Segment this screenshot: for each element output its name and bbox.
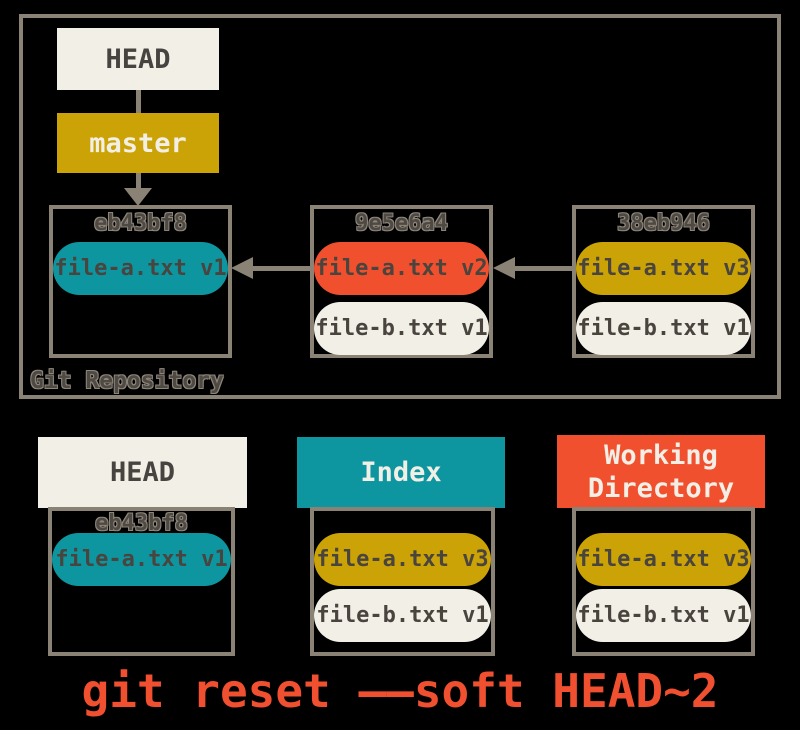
head-area-header: HEAD xyxy=(38,437,247,508)
head-area-box: eb43bf8 file-a.txt v1 xyxy=(48,507,235,656)
master-branch-label: master xyxy=(89,127,187,159)
index-area-header: Index xyxy=(297,437,505,508)
down-arrow-icon xyxy=(124,188,152,206)
parent-arrow-shaft xyxy=(251,266,310,271)
file-pill: file-a.txt v3 xyxy=(576,242,751,295)
head-to-master-connector xyxy=(136,90,141,113)
spacer xyxy=(314,511,491,533)
left-arrow-icon xyxy=(493,257,515,279)
working-directory-title-line2: Directory xyxy=(587,472,735,504)
commit-hash: eb43bf8 xyxy=(95,511,188,536)
file-pill: file-b.txt v1 xyxy=(314,302,489,355)
head-ref-label: HEAD xyxy=(105,43,171,75)
file-pill: file-b.txt v1 xyxy=(576,589,751,642)
file-pill: file-b.txt v1 xyxy=(314,589,491,642)
working-directory-area-box: file-a.txt v3 file-b.txt v1 xyxy=(572,507,755,656)
working-directory-title-line1: Working xyxy=(604,439,718,471)
file-pill: file-a.txt v3 xyxy=(576,533,751,586)
file-pill: file-a.txt v1 xyxy=(52,533,231,586)
spacer xyxy=(576,511,751,533)
working-directory-area-header: Working Directory xyxy=(557,435,765,508)
head-ref-box: HEAD xyxy=(57,28,219,90)
file-pill: file-a.txt v1 xyxy=(53,242,228,295)
file-pill: file-a.txt v2 xyxy=(314,242,489,295)
index-area-title: Index xyxy=(360,457,442,488)
index-area-box: file-a.txt v3 file-b.txt v1 xyxy=(310,507,495,656)
parent-arrow-shaft xyxy=(513,266,572,271)
head-area-title: HEAD xyxy=(109,457,176,488)
commit-box-9e5e6a4: 9e5e6a4 file-a.txt v2 file-b.txt v1 xyxy=(310,205,493,358)
commit-box-38eb946: 38eb946 file-a.txt v3 file-b.txt v1 xyxy=(572,205,755,358)
commit-box-eb43bf8: eb43bf8 file-a.txt v1 xyxy=(49,205,232,358)
commit-hash: eb43bf8 xyxy=(94,211,187,236)
git-repository-label: Git Repository xyxy=(30,368,224,394)
file-pill: file-a.txt v3 xyxy=(314,533,491,586)
left-arrow-icon xyxy=(231,257,253,279)
file-pill: file-b.txt v1 xyxy=(576,302,751,355)
master-branch-box: master xyxy=(57,113,219,173)
git-repository-frame xyxy=(19,14,781,399)
commit-hash: 38eb946 xyxy=(617,211,710,236)
command-caption: git reset ——soft HEAD~2 xyxy=(81,664,719,718)
master-to-commit-connector xyxy=(136,173,141,189)
commit-hash: 9e5e6a4 xyxy=(355,211,448,236)
